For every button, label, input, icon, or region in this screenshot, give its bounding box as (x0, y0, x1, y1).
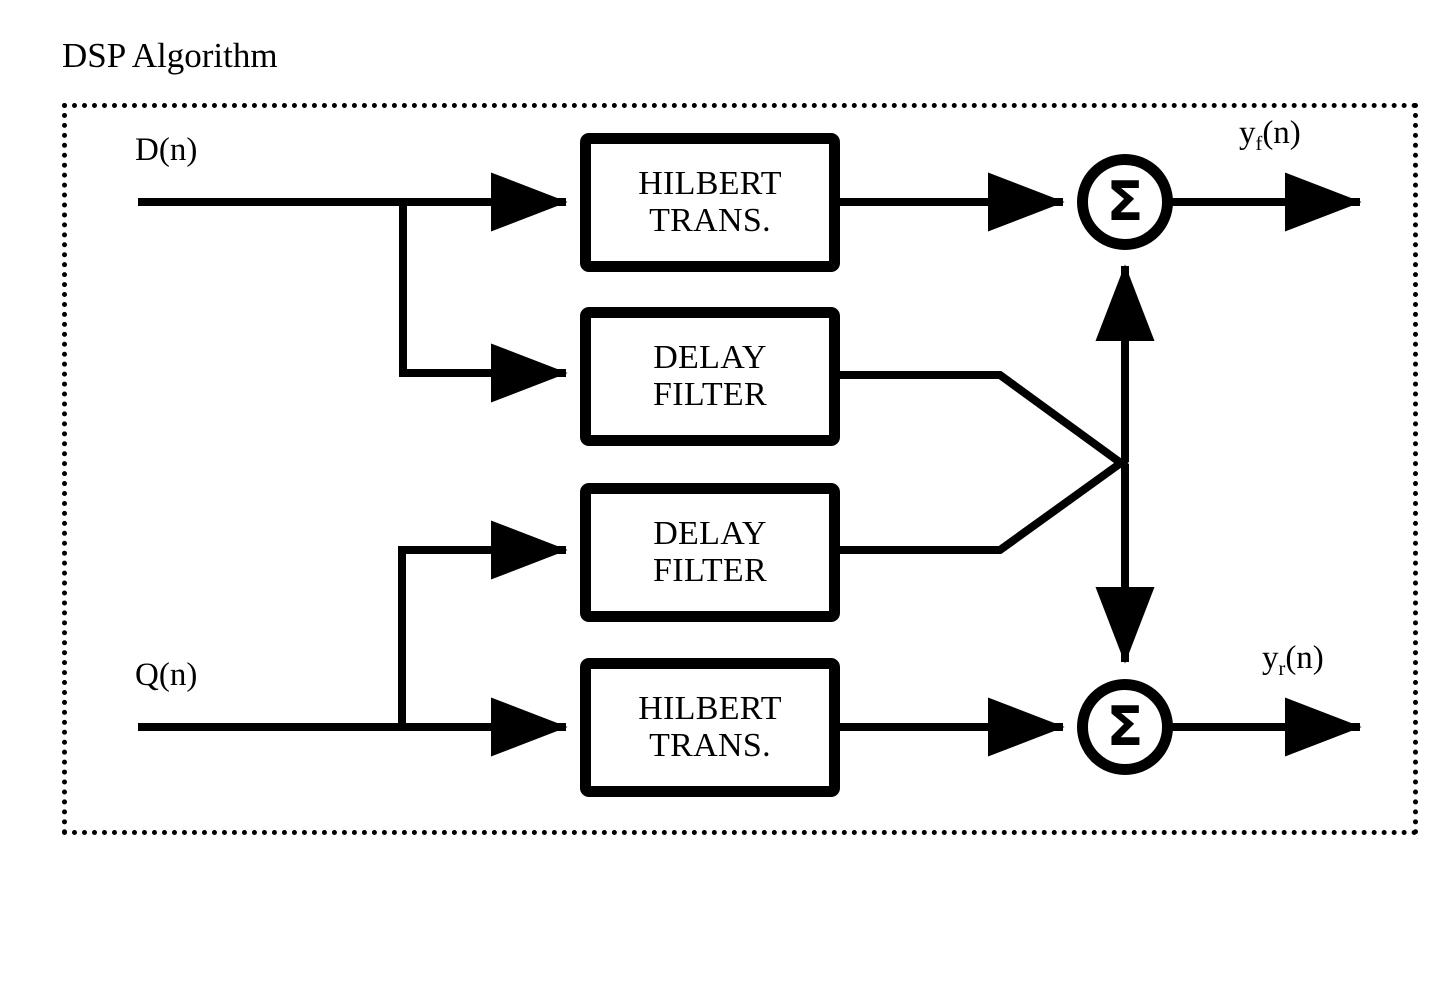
output-label-yf-base: y (1239, 115, 1256, 151)
output-label-yf: yf(n) (1239, 117, 1301, 155)
block-delay-bottom-line1: DELAY (653, 514, 767, 552)
dsp-algorithm-boundary (62, 103, 1418, 835)
block-delay-filter-top[interactable]: DELAY FILTER (580, 307, 840, 446)
output-label-yf-tail: (n) (1262, 115, 1301, 151)
block-hilbert-bottom-line1: HILBERT (638, 689, 782, 727)
output-label-yr-sub: r (1278, 658, 1286, 681)
output-label-yr-base: y (1262, 640, 1279, 676)
block-delay-top-line2: FILTER (653, 375, 767, 413)
output-label-yr: yr(n) (1262, 642, 1324, 680)
output-label-yr-tail: (n) (1285, 640, 1324, 676)
block-hilbert-transform-bottom[interactable]: HILBERT TRANS. (580, 658, 840, 797)
input-label-q: Q(n) (135, 657, 198, 693)
input-label-d: D(n) (135, 132, 198, 168)
block-hilbert-bottom-line2: TRANS. (649, 726, 771, 764)
block-hilbert-transform-top[interactable]: HILBERT TRANS. (580, 133, 840, 272)
page-title: DSP Algorithm (62, 36, 278, 75)
block-hilbert-top-line1: HILBERT (638, 164, 782, 202)
sigma-icon: Σ (1106, 695, 1144, 758)
block-delay-filter-bottom[interactable]: DELAY FILTER (580, 483, 840, 622)
wire-delay-bottom-to-sum-top (840, 264, 1155, 554)
block-delay-top-line1: DELAY (653, 338, 767, 376)
block-hilbert-top-line2: TRANS. (649, 201, 771, 239)
output-label-yf-sub: f (1255, 133, 1263, 156)
sigma-icon: Σ (1106, 170, 1144, 233)
block-delay-bottom-line2: FILTER (653, 551, 767, 589)
summer-bottom[interactable]: Σ (1077, 679, 1173, 775)
wire-q-branch-to-delay-bottom (398, 520, 568, 727)
wire-d-branch-to-delay-top (399, 202, 568, 403)
wire-delay-top-to-sum-bottom (840, 371, 1155, 664)
summer-top[interactable]: Σ (1077, 154, 1173, 250)
